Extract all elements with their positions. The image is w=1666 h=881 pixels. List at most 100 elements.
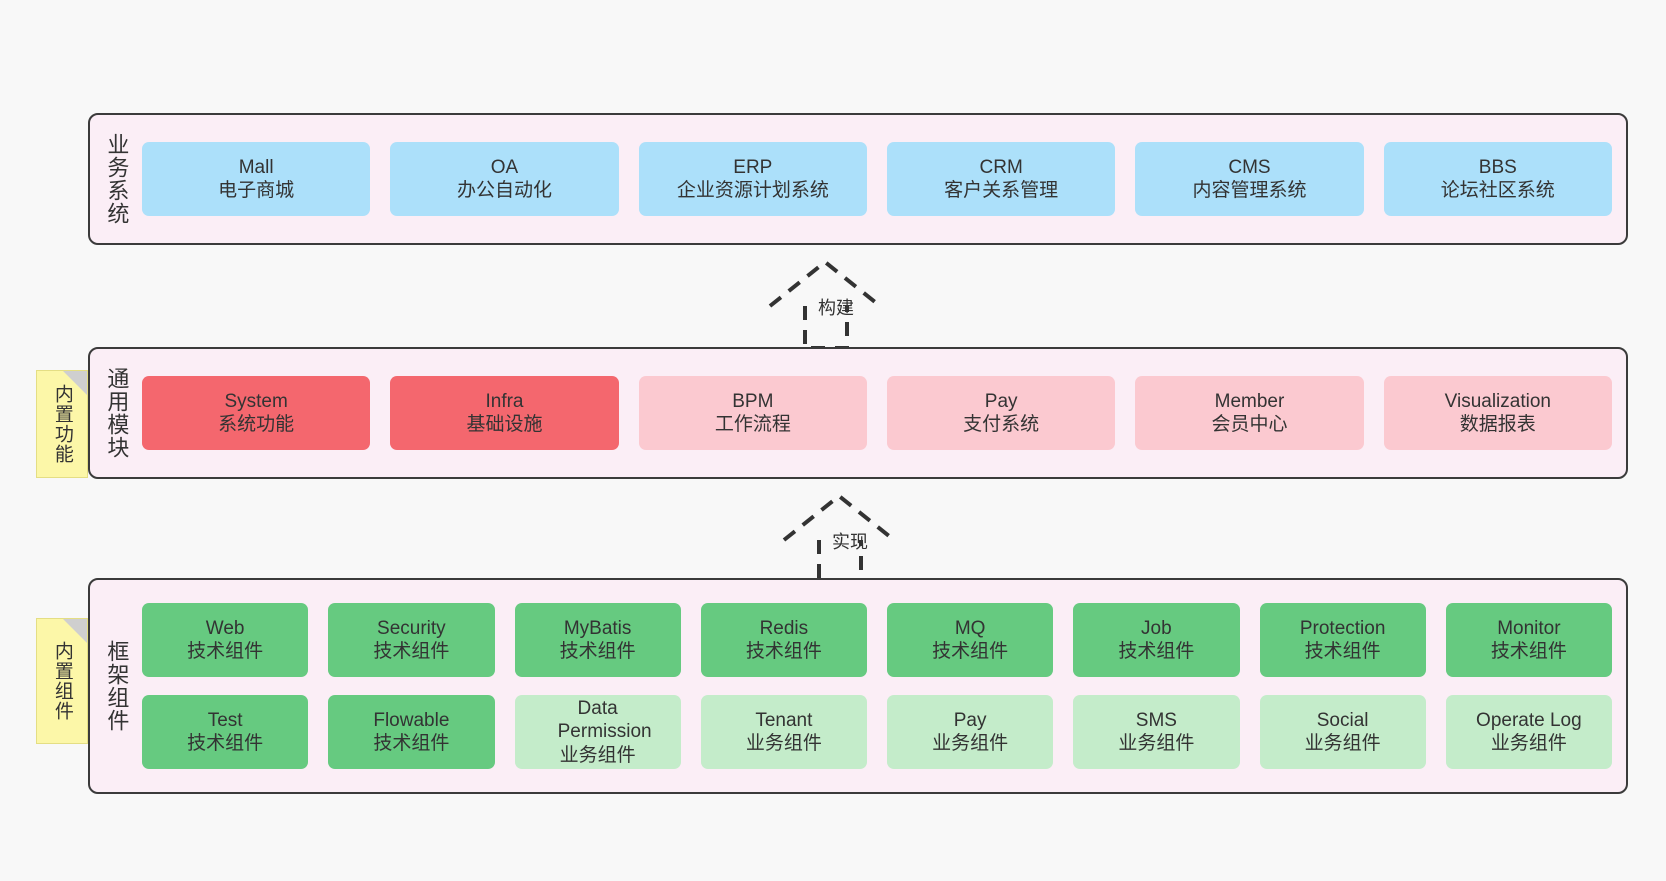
node-pay-module[interactable]: Pay 支付系统 bbox=[886, 376, 1116, 450]
node-monitor-cn: 技术组件 bbox=[1490, 641, 1567, 662]
node-web[interactable]: Web 技术组件 bbox=[142, 603, 309, 677]
node-protection-en: Protection bbox=[1299, 617, 1386, 639]
node-mall-en: Mall bbox=[238, 156, 274, 178]
node-pay-component-cn: 业务组件 bbox=[932, 733, 1009, 754]
node-test[interactable]: Test 技术组件 bbox=[142, 695, 309, 769]
node-pay-component[interactable]: Pay 业务组件 bbox=[887, 695, 1054, 769]
node-monitor-en: Monitor bbox=[1497, 617, 1561, 639]
node-oa-cn: 办公自动化 bbox=[456, 180, 552, 201]
node-infra[interactable]: Infra 基础设施 bbox=[390, 376, 619, 450]
node-mybatis[interactable]: MyBatis 技术组件 bbox=[514, 603, 681, 677]
node-crm-en: CRM bbox=[979, 156, 1023, 178]
node-mq-en: MQ bbox=[954, 617, 986, 639]
node-flowable-en: Flowable bbox=[373, 709, 450, 731]
node-data-permission-en: Data Permission bbox=[557, 698, 652, 743]
layer-business-systems-title: 业务系统 bbox=[104, 133, 130, 225]
node-data-permission[interactable]: Data Permission 业务组件 bbox=[514, 695, 681, 769]
node-oa-en: OA bbox=[490, 156, 519, 178]
node-tenant-en: Tenant bbox=[755, 709, 813, 731]
node-redis[interactable]: Redis 技术组件 bbox=[700, 603, 867, 677]
layer-common-modules-title: 通用模块 bbox=[104, 367, 130, 459]
layer-business-systems-row: Mall 电子商城 OA 办公自动化 ERP 企业资源计划系统 CRM 客户关系… bbox=[142, 142, 1612, 216]
node-mall-cn: 电子商城 bbox=[218, 180, 295, 201]
node-visualization[interactable]: Visualization 数据报表 bbox=[1383, 376, 1612, 450]
node-protection-cn: 技术组件 bbox=[1304, 641, 1381, 662]
node-data-permission-cn: 业务组件 bbox=[559, 744, 636, 766]
node-system[interactable]: System 系统功能 bbox=[142, 376, 371, 450]
node-monitor[interactable]: Monitor 技术组件 bbox=[1445, 603, 1612, 677]
node-redis-cn: 技术组件 bbox=[745, 641, 822, 662]
node-bpm-cn: 工作流程 bbox=[714, 414, 791, 435]
node-member-cn: 会员中心 bbox=[1211, 414, 1288, 435]
layer-business-systems: 业务系统 Mall 电子商城 OA 办公自动化 ERP 企业资源计划系统 CRM… bbox=[88, 113, 1628, 245]
node-mq-cn: 技术组件 bbox=[932, 641, 1009, 662]
layer-common-modules-row: System 系统功能 Infra 基础设施 BPM 工作流程 Pay 支付系统… bbox=[142, 376, 1612, 450]
node-tenant-cn: 业务组件 bbox=[745, 733, 822, 754]
node-erp-en: ERP bbox=[733, 156, 773, 178]
layer-common-modules: 通用模块 System 系统功能 Infra 基础设施 BPM 工作流程 Pay… bbox=[88, 347, 1628, 479]
node-infra-en: Infra bbox=[485, 390, 524, 412]
node-system-cn: 系统功能 bbox=[218, 414, 295, 435]
node-member[interactable]: Member 会员中心 bbox=[1135, 376, 1364, 450]
node-test-cn: 技术组件 bbox=[187, 733, 264, 754]
node-crm-cn: 客户关系管理 bbox=[944, 180, 1059, 201]
connector-build-label: 构建 bbox=[818, 298, 854, 318]
node-sms[interactable]: SMS 业务组件 bbox=[1073, 695, 1240, 769]
node-visualization-en: Visualization bbox=[1444, 390, 1551, 412]
node-pay-module-cn: 支付系统 bbox=[963, 414, 1040, 435]
node-system-en: System bbox=[224, 390, 288, 412]
layer-framework-components: 框架组件 Web 技术组件 Security 技术组件 MyBatis 技术组件… bbox=[88, 578, 1628, 794]
layer-common-modules-body: System 系统功能 Infra 基础设施 BPM 工作流程 Pay 支付系统… bbox=[142, 349, 1626, 477]
node-pay-component-en: Pay bbox=[953, 709, 987, 731]
node-member-en: Member bbox=[1214, 390, 1285, 412]
layer-framework-components-body: Web 技术组件 Security 技术组件 MyBatis 技术组件 Redi… bbox=[142, 580, 1626, 792]
node-social[interactable]: Social 业务组件 bbox=[1259, 695, 1426, 769]
node-job-en: Job bbox=[1141, 617, 1172, 639]
node-security-cn: 技术组件 bbox=[373, 641, 450, 662]
node-operate-log[interactable]: Operate Log 业务组件 bbox=[1445, 695, 1612, 769]
node-social-en: Social bbox=[1316, 709, 1369, 731]
node-bpm-en: BPM bbox=[732, 390, 774, 412]
node-bbs[interactable]: BBS 论坛社区系统 bbox=[1383, 142, 1612, 216]
node-protection[interactable]: Protection 技术组件 bbox=[1259, 603, 1426, 677]
node-visualization-cn: 数据报表 bbox=[1459, 414, 1536, 435]
node-flowable[interactable]: Flowable 技术组件 bbox=[328, 695, 495, 769]
node-mybatis-cn: 技术组件 bbox=[559, 641, 636, 662]
node-web-en: Web bbox=[205, 617, 245, 639]
node-operate-log-cn: 业务组件 bbox=[1490, 733, 1567, 754]
node-cms-en: CMS bbox=[1228, 156, 1271, 178]
node-web-cn: 技术组件 bbox=[187, 641, 264, 662]
node-cms-cn: 内容管理系统 bbox=[1192, 180, 1307, 201]
node-test-en: Test bbox=[207, 709, 243, 731]
node-oa[interactable]: OA 办公自动化 bbox=[390, 142, 619, 216]
node-mall[interactable]: Mall 电子商城 bbox=[142, 142, 371, 216]
node-security-en: Security bbox=[377, 617, 446, 639]
node-cms[interactable]: CMS 内容管理系统 bbox=[1135, 142, 1364, 216]
layer-framework-components-row-tech: Web 技术组件 Security 技术组件 MyBatis 技术组件 Redi… bbox=[142, 603, 1612, 677]
node-social-cn: 业务组件 bbox=[1304, 733, 1381, 754]
node-crm[interactable]: CRM 客户关系管理 bbox=[886, 142, 1116, 216]
node-tenant[interactable]: Tenant 业务组件 bbox=[700, 695, 867, 769]
node-mybatis-en: MyBatis bbox=[563, 617, 632, 639]
node-sms-en: SMS bbox=[1135, 709, 1177, 731]
node-bpm[interactable]: BPM 工作流程 bbox=[638, 376, 867, 450]
node-job-cn: 技术组件 bbox=[1118, 641, 1195, 662]
node-flowable-cn: 技术组件 bbox=[373, 733, 450, 754]
node-pay-module-en: Pay bbox=[984, 390, 1018, 412]
layer-framework-components-title: 框架组件 bbox=[104, 640, 130, 732]
node-bbs-en: BBS bbox=[1478, 156, 1517, 178]
node-bbs-cn: 论坛社区系统 bbox=[1440, 180, 1555, 201]
note-builtin-features: 内置功能 bbox=[36, 370, 88, 478]
note-builtin-components: 内置组件 bbox=[36, 618, 88, 744]
node-mq[interactable]: MQ 技术组件 bbox=[887, 603, 1054, 677]
connector-implement-label: 实现 bbox=[832, 532, 868, 552]
node-sms-cn: 业务组件 bbox=[1118, 733, 1195, 754]
node-security[interactable]: Security 技术组件 bbox=[328, 603, 495, 677]
layer-business-systems-body: Mall 电子商城 OA 办公自动化 ERP 企业资源计划系统 CRM 客户关系… bbox=[142, 115, 1626, 243]
node-erp[interactable]: ERP 企业资源计划系统 bbox=[638, 142, 867, 216]
node-job[interactable]: Job 技术组件 bbox=[1073, 603, 1240, 677]
node-erp-cn: 企业资源计划系统 bbox=[676, 180, 829, 201]
node-operate-log-en: Operate Log bbox=[1476, 709, 1582, 731]
node-infra-cn: 基础设施 bbox=[466, 414, 543, 435]
